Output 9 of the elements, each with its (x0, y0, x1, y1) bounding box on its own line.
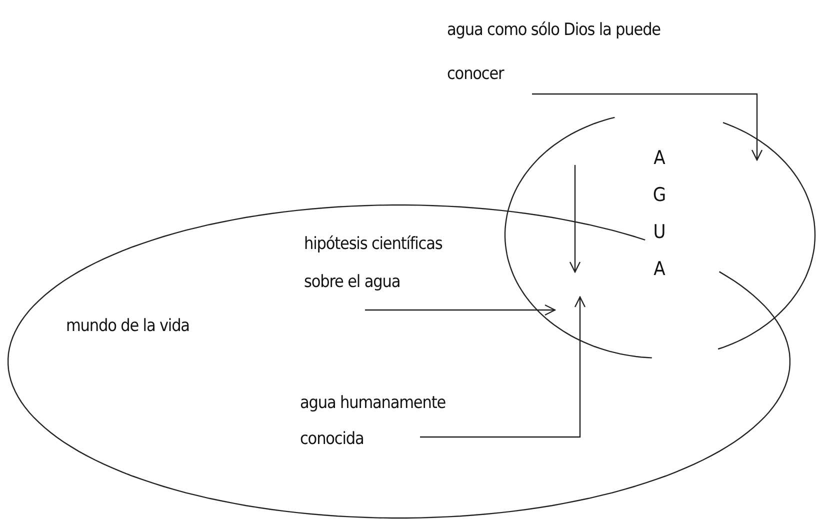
ellipse-region (8, 205, 790, 518)
annotation-text: agua humanamente conocida (300, 385, 470, 457)
annotation-text: hipótesis científicas sobre el agua (304, 225, 484, 313)
leader-arrow (365, 304, 556, 316)
leader-arrow (420, 296, 586, 438)
vertical-label: AGUA (652, 146, 668, 282)
annotation-text: agua como sólo Dios la puede conocer (447, 8, 697, 96)
region-label: mundo de la vida (66, 315, 190, 338)
leader-arrow (532, 93, 763, 161)
